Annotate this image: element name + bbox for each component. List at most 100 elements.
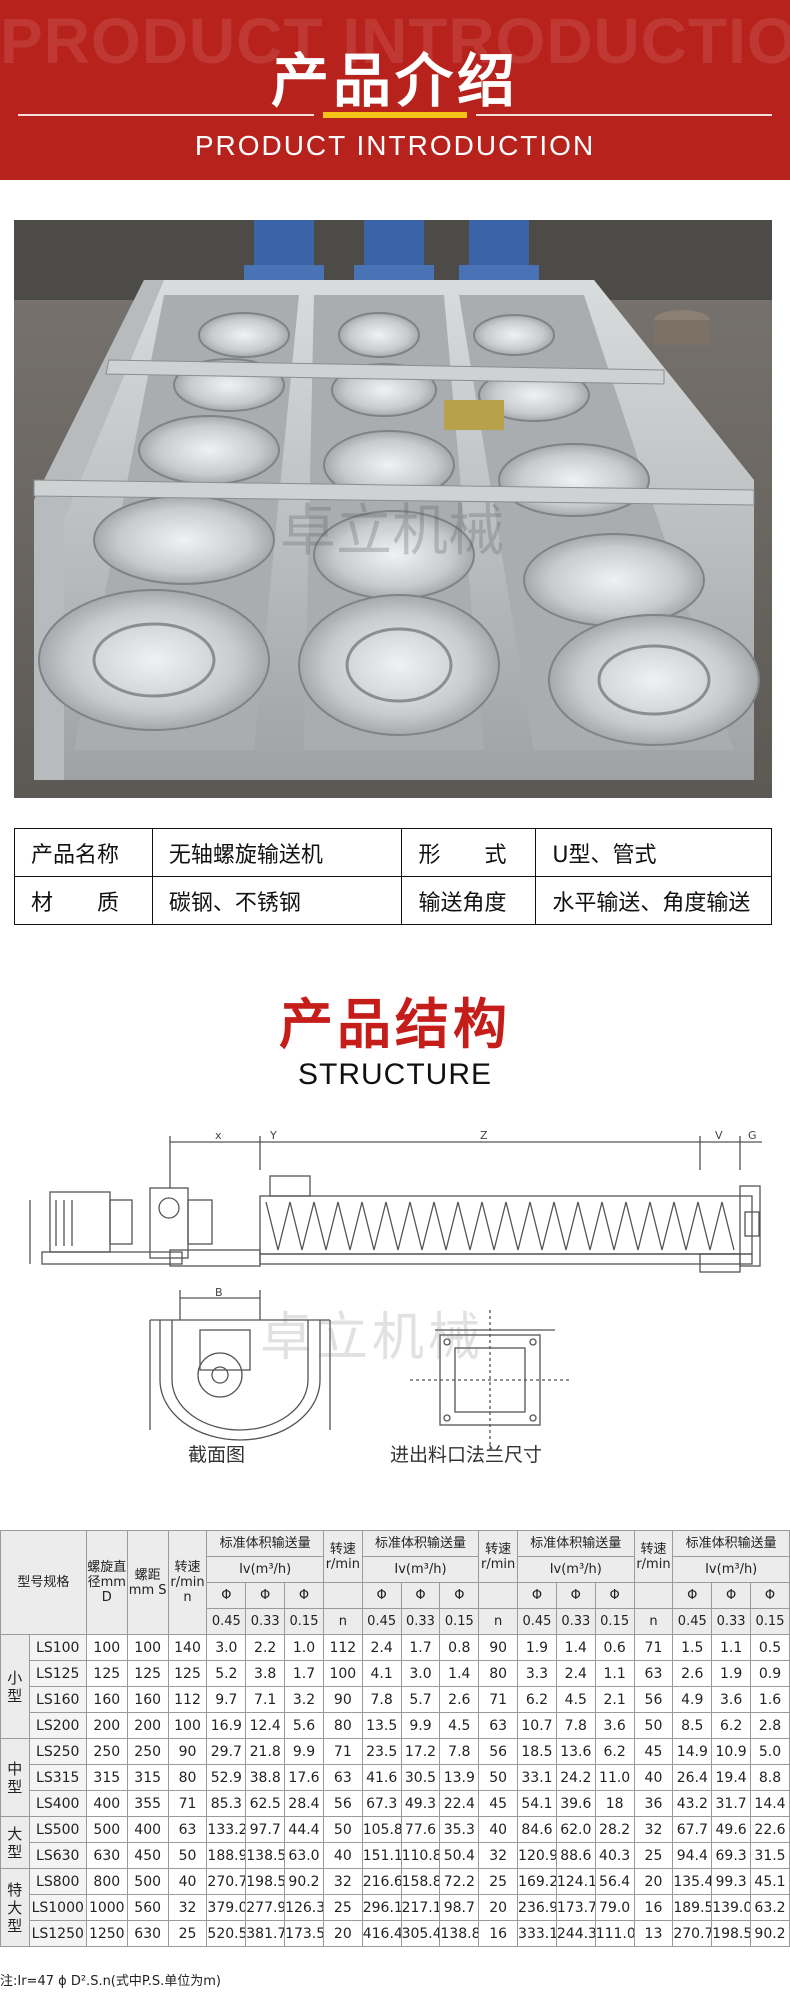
table-cell: 1000: [85, 1894, 128, 1921]
table-cell: 69.3: [711, 1842, 752, 1869]
table-cell: 5.6: [284, 1712, 324, 1739]
header-phi-value: 0.33: [711, 1608, 752, 1635]
structure-diagram: x Y Z V G B 卓立机械 截面图 进出料口法兰尺寸: [10, 1130, 780, 1480]
spec-value-angle: 水平输送、角度输送: [535, 876, 772, 925]
table-cell: 1.1: [711, 1634, 752, 1661]
table-cell: 160: [126, 1686, 169, 1713]
table-cell: 560: [126, 1894, 169, 1921]
header-volume-4: 标准体积输送量: [672, 1530, 790, 1557]
table-cell: 24.2: [555, 1764, 596, 1791]
banner-rule-right: [476, 114, 772, 116]
table-cell: 40: [167, 1868, 208, 1895]
header-phi: Φ: [439, 1582, 480, 1609]
table-cell: 158.8: [400, 1868, 441, 1895]
table-cell: 4.1: [361, 1660, 402, 1687]
table-cell: 5.2: [206, 1660, 247, 1687]
table-cell: 45.1: [750, 1868, 790, 1895]
header-phi: Φ: [361, 1582, 402, 1609]
table-cell: 80: [322, 1712, 363, 1739]
table-cell: 0.5: [750, 1634, 790, 1661]
photo-watermark: 卓立机械: [280, 499, 504, 564]
table-cell: 100: [322, 1660, 363, 1687]
table-cell: 0.8: [439, 1634, 480, 1661]
table-cell: 25: [633, 1842, 674, 1869]
table-cell: 80: [478, 1660, 519, 1687]
table-cell: 17.6: [284, 1764, 324, 1791]
model-cell: LS500: [28, 1816, 87, 1843]
table-cell: 500: [85, 1816, 128, 1843]
table-cell: 800: [85, 1868, 128, 1895]
model-cell: LS1000: [28, 1894, 87, 1921]
spec-label-name: 产品名称: [14, 828, 153, 877]
table-cell: 236.9: [517, 1894, 557, 1921]
table-cell: 4.9: [672, 1686, 713, 1713]
table-cell: 100: [167, 1712, 208, 1739]
table-cell: 173.5: [284, 1920, 324, 1947]
header-phi: Φ: [206, 1582, 247, 1609]
table-cell: 200: [85, 1712, 128, 1739]
table-cell: 35.3: [439, 1816, 480, 1843]
table-cell: 13: [633, 1920, 674, 1947]
table-cell: 305.4: [400, 1920, 441, 1947]
product-photo-illustration: 卓立机械: [14, 220, 772, 798]
header-phi: Φ: [555, 1582, 596, 1609]
structure-drawing: x Y Z V G B: [29, 1130, 762, 1450]
table-cell: 200: [126, 1712, 169, 1739]
header-phi: Φ: [400, 1582, 441, 1609]
table-cell: 20: [322, 1920, 363, 1947]
model-cell: LS800: [28, 1868, 87, 1895]
header-unit-4: Iv(m³/h): [672, 1556, 790, 1583]
table-cell: 7.1: [245, 1686, 286, 1713]
table-cell: 25: [478, 1868, 519, 1895]
table-cell: 1.7: [400, 1634, 441, 1661]
table-cell: 29.7: [206, 1738, 247, 1765]
table-cell: 12.4: [245, 1712, 286, 1739]
table-cell: 160: [85, 1686, 128, 1713]
table-cell: 124.1: [555, 1868, 596, 1895]
table-cell: 31.5: [750, 1842, 790, 1869]
table-cell: 244.3: [555, 1920, 596, 1947]
header-volume-2: 标准体积输送量: [361, 1530, 480, 1557]
model-cell: LS125: [28, 1660, 87, 1687]
table-cell: 1.0: [284, 1634, 324, 1661]
table-cell: 43.2: [672, 1790, 713, 1817]
table-cell: 31.7: [711, 1790, 752, 1817]
table-cell: 50: [322, 1816, 363, 1843]
table-cell: 90: [478, 1634, 519, 1661]
table-cell: 112: [322, 1634, 363, 1661]
header-n: n: [478, 1608, 519, 1635]
table-cell: 39.6: [555, 1790, 596, 1817]
table-cell: 44.4: [284, 1816, 324, 1843]
table-cell: 296.1: [361, 1894, 402, 1921]
table-cell: 4.5: [439, 1712, 480, 1739]
table-cell: 630: [85, 1842, 128, 1869]
table-cell: 120.9: [517, 1842, 557, 1869]
capacity-table: 型号规格 螺旋直径mm D 螺距mm S 转速r/min n 标准体积输送量 转…: [0, 1530, 790, 1947]
header-speed-2: 转速r/min: [322, 1530, 363, 1583]
model-cell: LS315: [28, 1764, 87, 1791]
table-cell: 112: [167, 1686, 208, 1713]
table-cell: 85.3: [206, 1790, 247, 1817]
table-cell: 62.5: [245, 1790, 286, 1817]
table-cell: 5.7: [400, 1686, 441, 1713]
spec-value-name: 无轴螺旋输送机: [151, 828, 403, 877]
table-cell: 1.4: [439, 1660, 480, 1687]
table-cell: 125: [167, 1660, 208, 1687]
table-cell: 277.9: [245, 1894, 286, 1921]
table-cell: 22.4: [439, 1790, 480, 1817]
table-cell: 315: [85, 1764, 128, 1791]
table-cell: 52.9: [206, 1764, 247, 1791]
banner-rule-left: [18, 114, 314, 116]
table-cell: 6.2: [711, 1712, 752, 1739]
table-cell: 100: [85, 1634, 128, 1661]
table-cell: 151.1: [361, 1842, 402, 1869]
table-cell: 105.8: [361, 1816, 402, 1843]
table-cell: 355: [126, 1790, 169, 1817]
